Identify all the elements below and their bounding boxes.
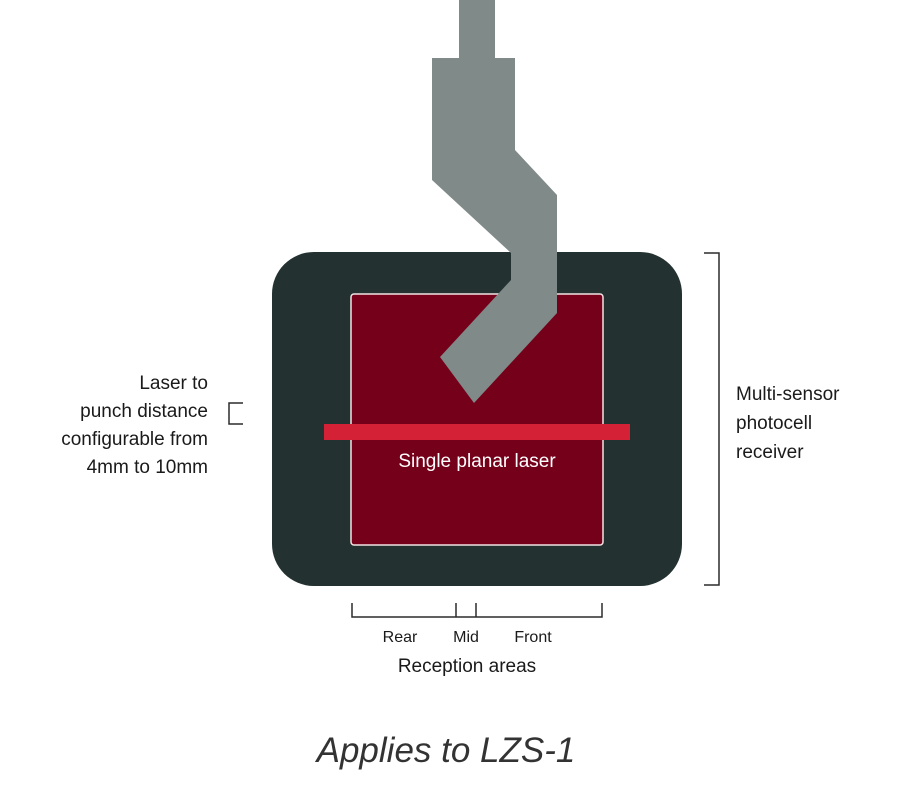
receiver-line-3: receiver (736, 442, 804, 463)
laser-distance-line-2: punch distance (80, 401, 208, 422)
laser-distance-line-4: 4mm to 10mm (87, 457, 208, 478)
caption: Applies to LZS-1 (315, 731, 576, 770)
laser-distance-line-1: Laser to (139, 373, 208, 394)
laser-beam (324, 424, 630, 440)
area-rear-label: Rear (383, 629, 418, 646)
receiver-line-1: Multi-sensor (736, 384, 840, 405)
punch-tool (432, 0, 557, 403)
reception-areas-label: Reception areas (398, 656, 536, 677)
area-mid-label: Mid (453, 629, 479, 646)
receiver-label: Multi-sensor photocell receiver (736, 384, 840, 463)
receiver-bracket (704, 252, 720, 586)
distance-bracket (228, 402, 243, 425)
laser-distance-label: Laser to punch distance configurable fro… (61, 373, 208, 478)
reception-window (350, 293, 604, 546)
area-front-label: Front (514, 629, 552, 646)
laser-label: Single planar laser (398, 451, 556, 472)
reception-areas-bracket (351, 603, 603, 618)
receiver-line-2: photocell (736, 413, 812, 434)
laser-distance-line-3: configurable from (61, 429, 208, 450)
